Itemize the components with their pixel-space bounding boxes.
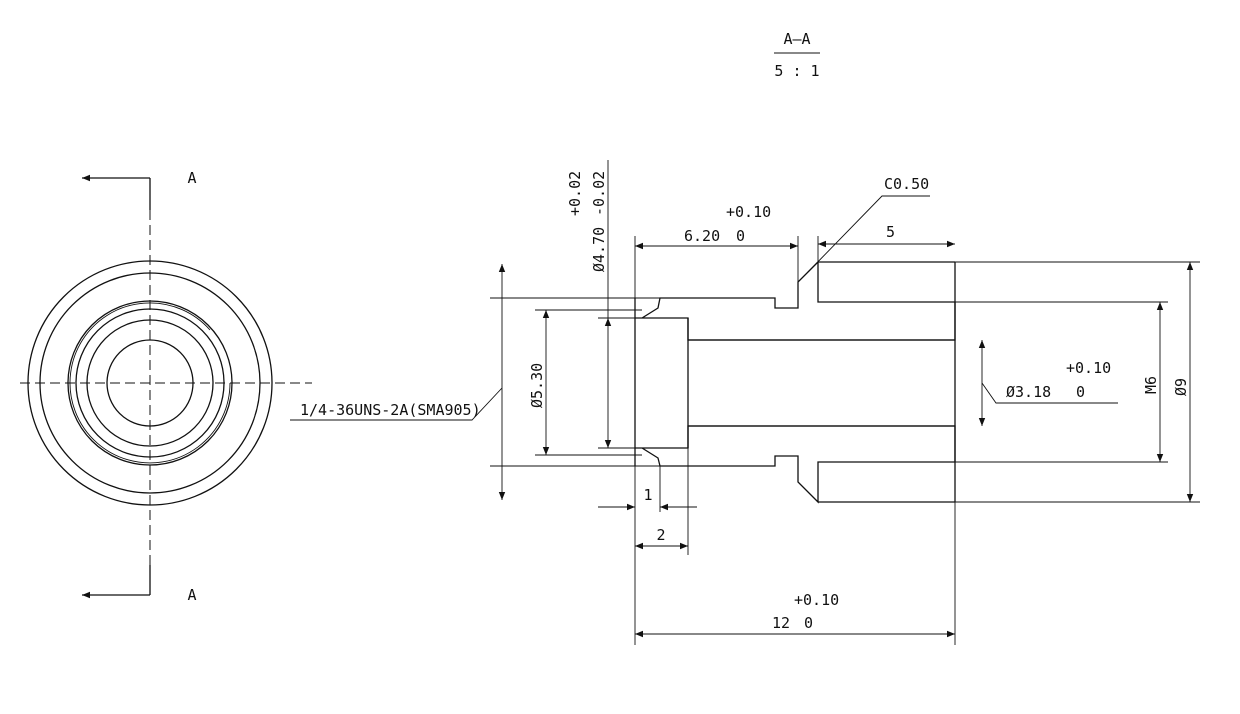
- dim-step-1-value: 1: [643, 486, 652, 504]
- dim-step-2-value: 2: [656, 526, 665, 544]
- end-view-thread-arc: [69, 302, 231, 464]
- section-scale: 5 : 1: [774, 62, 819, 80]
- dim-bore-diameter-tol-lower: -0.02: [590, 171, 608, 216]
- section-title-block: A—A 5 : 1: [774, 30, 820, 80]
- cut-label-bottom: A: [187, 586, 196, 604]
- dim-face-diameter-value: Ø5.30: [528, 363, 546, 408]
- dim-total-length-value: 12: [772, 614, 790, 632]
- dim-thread-callout: 1/4-36UNS-2A(SMA905): [290, 387, 503, 421]
- dim-outer-diameter: Ø9: [1172, 262, 1194, 502]
- dim-step-2: 2: [635, 526, 688, 550]
- dim-counterbore-length-tol-upper: +0.10: [726, 203, 771, 221]
- dim-chamfer-value: C0.50: [884, 175, 929, 193]
- dim-bore-diameter-tol-upper: +0.02: [566, 171, 584, 216]
- dim-chamfer: C0.50: [807, 175, 930, 273]
- dim-step-1: 1: [598, 486, 697, 511]
- dim-thread-major: M6: [1142, 302, 1164, 462]
- dim-counterbore-length-tol-lower: 0: [736, 227, 745, 245]
- dim-inner-bore-value: Ø3.18: [1006, 383, 1051, 401]
- lower-wall-hatch: [635, 425, 956, 504]
- dim-counterbore-length: 6.20 +0.10 0: [635, 203, 798, 250]
- dim-inner-bore: Ø3.18 +0.10 0: [978, 340, 1118, 426]
- dim-thread-callout-text: 1/4-36UNS-2A(SMA905): [300, 401, 481, 419]
- dim-thread-length: 5: [818, 223, 955, 248]
- dim-total-length-tol-upper: +0.10: [794, 591, 839, 609]
- dim-bore-diameter: Ø4.70 +0.02 -0.02: [566, 171, 612, 448]
- dim-inner-bore-tol-upper: +0.10: [1066, 359, 1111, 377]
- dim-face-diameter: Ø5.30: [528, 310, 550, 455]
- dim-counterbore-length-value: 6.20: [684, 227, 720, 245]
- dim-total-length-tol-lower: 0: [804, 614, 813, 632]
- dim-thread-length-value: 5: [886, 223, 895, 241]
- dim-bore-diameter-value: Ø4.70: [590, 227, 608, 272]
- section-title: A—A: [783, 30, 810, 48]
- dim-thread-major-value: M6: [1142, 376, 1160, 394]
- cut-label-top: A: [187, 169, 196, 187]
- end-view: A A: [20, 169, 312, 604]
- section-view: Ø4.70 +0.02 -0.02 6.20 +0.10 0 C0.50 5 1…: [290, 160, 1200, 645]
- upper-wall-hatch: [635, 260, 956, 341]
- dim-inner-bore-tol-lower: 0: [1076, 383, 1085, 401]
- dim-outer-diameter-value: Ø9: [1172, 378, 1190, 396]
- dim-total-length: 12 +0.10 0: [635, 591, 955, 638]
